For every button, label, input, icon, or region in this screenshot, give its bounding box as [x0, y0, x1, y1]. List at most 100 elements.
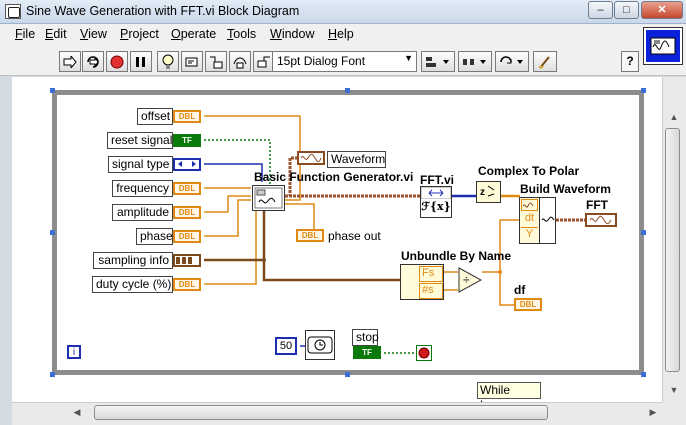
control-label-phase[interactable]: phase: [136, 228, 173, 245]
phase-out-terminal[interactable]: DBL: [296, 229, 324, 242]
scroll-left-icon[interactable]: ◀: [73, 407, 81, 417]
window-title: Sine Wave Generation with FFT.vi Block D…: [26, 4, 300, 18]
wire-signal-type: [204, 163, 263, 182]
complex-to-polar-node[interactable]: z: [476, 181, 501, 203]
signal-type-enum-terminal[interactable]: [173, 158, 201, 171]
retain-wire-values-icon[interactable]: [181, 51, 203, 72]
vertical-scroll-thumb[interactable]: [665, 128, 680, 372]
toolbar: 15pt Dialog Font▼ ?: [0, 46, 686, 76]
block-diagram-app-icon[interactable]: [5, 4, 21, 19]
close-button[interactable]: ✕: [641, 1, 683, 19]
iteration-terminal[interactable]: i: [67, 345, 81, 359]
fft-vi-label: FFT.vi: [420, 173, 455, 187]
reset-signal-terminal[interactable]: TF: [173, 134, 201, 147]
complex-to-polar-label: Complex To Polar: [478, 164, 580, 178]
control-label-duty-cycle[interactable]: duty cycle (%): [92, 276, 173, 293]
control-label-signal-type[interactable]: signal type: [108, 156, 173, 173]
unbundle-by-name-node[interactable]: Fs #s: [400, 264, 444, 300]
build-waveform-output-icon: [539, 198, 555, 243]
duty-cycle-terminal[interactable]: DBL: [173, 278, 201, 291]
scrollbar-corner: [662, 402, 686, 425]
reorder-icon[interactable]: [495, 51, 529, 72]
abort-icon[interactable]: [106, 51, 128, 72]
svg-text:÷: ÷: [463, 273, 470, 287]
menu-edit[interactable]: Edit: [45, 27, 67, 41]
unbundle-by-name-label: Unbundle By Name: [401, 249, 512, 263]
menu-tools[interactable]: Tools: [227, 27, 257, 41]
wire-junction-df: [498, 270, 502, 274]
build-waveform-y: Y: [521, 227, 538, 241]
amplitude-terminal[interactable]: DBL: [173, 206, 201, 219]
pause-icon[interactable]: [130, 51, 152, 72]
fft-vi-node[interactable]: ℱ{x}: [420, 186, 452, 218]
stop-terminal[interactable]: TF: [353, 346, 381, 359]
cleanup-diagram-icon[interactable]: [533, 51, 557, 72]
wire-sampling-info: [204, 258, 400, 282]
run-arrow-icon[interactable]: [59, 51, 81, 72]
wait-ms-constant[interactable]: 50: [275, 337, 297, 355]
resize-handle[interactable]: [50, 372, 55, 377]
wait-ms-node[interactable]: [305, 330, 335, 360]
fft-indicator-label: FFT: [586, 198, 608, 212]
control-label-amplitude[interactable]: amplitude: [112, 204, 173, 221]
distribute-objects-icon[interactable]: [458, 51, 492, 72]
resize-handle[interactable]: [641, 88, 646, 93]
highlight-execution-icon[interactable]: [157, 51, 179, 72]
resize-handle[interactable]: [641, 230, 646, 235]
step-into-icon[interactable]: [205, 51, 227, 72]
waveform-indicator-terminal[interactable]: [297, 151, 325, 165]
offset-terminal[interactable]: DBL: [173, 110, 201, 123]
wire-amplitude: [204, 195, 251, 213]
vi-connector-icon[interactable]: [643, 27, 683, 65]
wire-df-to-build: [499, 219, 520, 272]
divide-node[interactable]: ÷: [458, 267, 483, 293]
scroll-right-icon[interactable]: ▶: [649, 407, 657, 417]
unbundle-ns: #s: [419, 283, 443, 299]
horizontal-scroll-thumb[interactable]: [94, 405, 548, 420]
control-label-reset-signal[interactable]: reset signal: [107, 132, 173, 149]
loop-condition-terminal[interactable]: [416, 345, 432, 361]
waveform-label[interactable]: Waveform: [327, 151, 386, 168]
resize-handle[interactable]: [50, 230, 55, 235]
scroll-up-icon[interactable]: ▲: [669, 112, 679, 122]
control-label-offset[interactable]: offset: [137, 108, 173, 125]
maximize-button[interactable]: □: [614, 1, 639, 19]
build-waveform-dt: dt: [524, 212, 535, 224]
resize-handle[interactable]: [641, 372, 646, 377]
df-terminal[interactable]: DBL: [514, 298, 542, 311]
while-loop-tip-label: While Loop: [477, 382, 541, 412]
build-waveform-header-icon: [521, 199, 538, 211]
stop-label[interactable]: stop: [352, 329, 379, 346]
context-help-button[interactable]: ?: [621, 51, 639, 72]
sampling-info-cluster-terminal[interactable]: [173, 254, 201, 267]
unbundle-fs: Fs: [419, 266, 443, 282]
control-label-sampling-info[interactable]: sampling info: [93, 252, 173, 269]
minimize-button[interactable]: –: [588, 1, 613, 19]
title-bar: [0, 0, 686, 24]
basic-function-generator-node[interactable]: [252, 185, 285, 211]
align-objects-icon[interactable]: [421, 51, 455, 72]
menu-file[interactable]: File: [15, 27, 36, 41]
resize-handle[interactable]: [50, 88, 55, 93]
resize-handle[interactable]: [345, 88, 350, 93]
phase-out-label: phase out: [328, 229, 381, 243]
resize-handle[interactable]: [345, 372, 350, 377]
fft-indicator-terminal[interactable]: [585, 213, 617, 227]
step-over-icon[interactable]: [229, 51, 251, 72]
font-select[interactable]: 15pt Dialog Font▼: [272, 51, 417, 72]
wire-junction: [262, 258, 266, 262]
run-continuously-icon[interactable]: [82, 51, 104, 72]
menu-help[interactable]: Help: [328, 27, 354, 41]
phase-terminal[interactable]: DBL: [173, 230, 201, 243]
fft-symbol: ℱ{x}: [421, 200, 451, 213]
menu-operate[interactable]: Operate: [171, 27, 217, 41]
control-label-frequency[interactable]: frequency: [112, 180, 173, 197]
menu-view[interactable]: View: [80, 27, 107, 41]
scroll-down-icon[interactable]: ▼: [669, 385, 679, 395]
wire-reset-signal: [204, 139, 271, 190]
frequency-terminal[interactable]: DBL: [173, 182, 201, 195]
menu-project[interactable]: Project: [120, 27, 159, 41]
menu-window[interactable]: Window: [270, 27, 315, 41]
build-waveform-node[interactable]: dt Y: [519, 197, 556, 244]
